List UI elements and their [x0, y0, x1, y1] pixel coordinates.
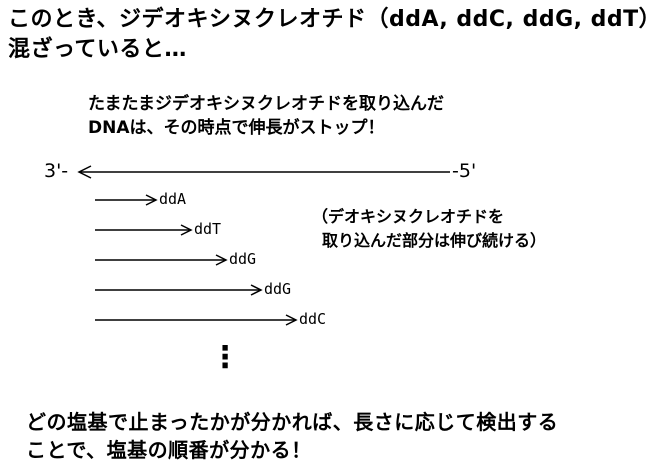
- fragment-arrow-head-4: [250, 284, 263, 296]
- continuation-dots: ⋮: [210, 340, 240, 375]
- fragment-label-3: ddG: [229, 250, 257, 268]
- heading-line-1: このとき、ジデオキシヌクレオチド（ddA, ddC, ddG, ddT）が: [8, 7, 658, 32]
- note-line-2: 取り込んだ部分は伸び続ける）: [322, 231, 547, 250]
- fragment-arrow-head-3: [215, 254, 228, 266]
- subheading-line-2: DNAは、その時点で伸長がストップ！: [88, 118, 385, 138]
- fragment-label-2: ddT: [194, 220, 222, 238]
- template-right-label: -5': [452, 160, 477, 182]
- fragment-label-4: ddG: [264, 280, 292, 298]
- fragment-arrow-head-2: [180, 224, 193, 236]
- fragment-label-5: ddC: [299, 310, 327, 328]
- conclusion-line-1: どの塩基で止まったかが分かれば、長さに応じて検出する: [26, 410, 559, 434]
- heading-line-2: 混ざっていると…: [8, 37, 187, 62]
- note-line-1: （デオキシヌクレオチドを: [312, 207, 505, 226]
- template-strand-arrow: [77, 165, 450, 179]
- fragment-arrow-head-1: [145, 194, 158, 206]
- template-left-label: 3'-: [44, 160, 69, 182]
- conclusion-line-2: ことで、塩基の順番が分かる！: [26, 438, 312, 462]
- subheading-line-1: たまたまジデオキシヌクレオチドを取り込んだ: [88, 94, 444, 114]
- fragment-arrow-head-5: [285, 314, 298, 326]
- fragment-label-1: ddA: [159, 190, 187, 208]
